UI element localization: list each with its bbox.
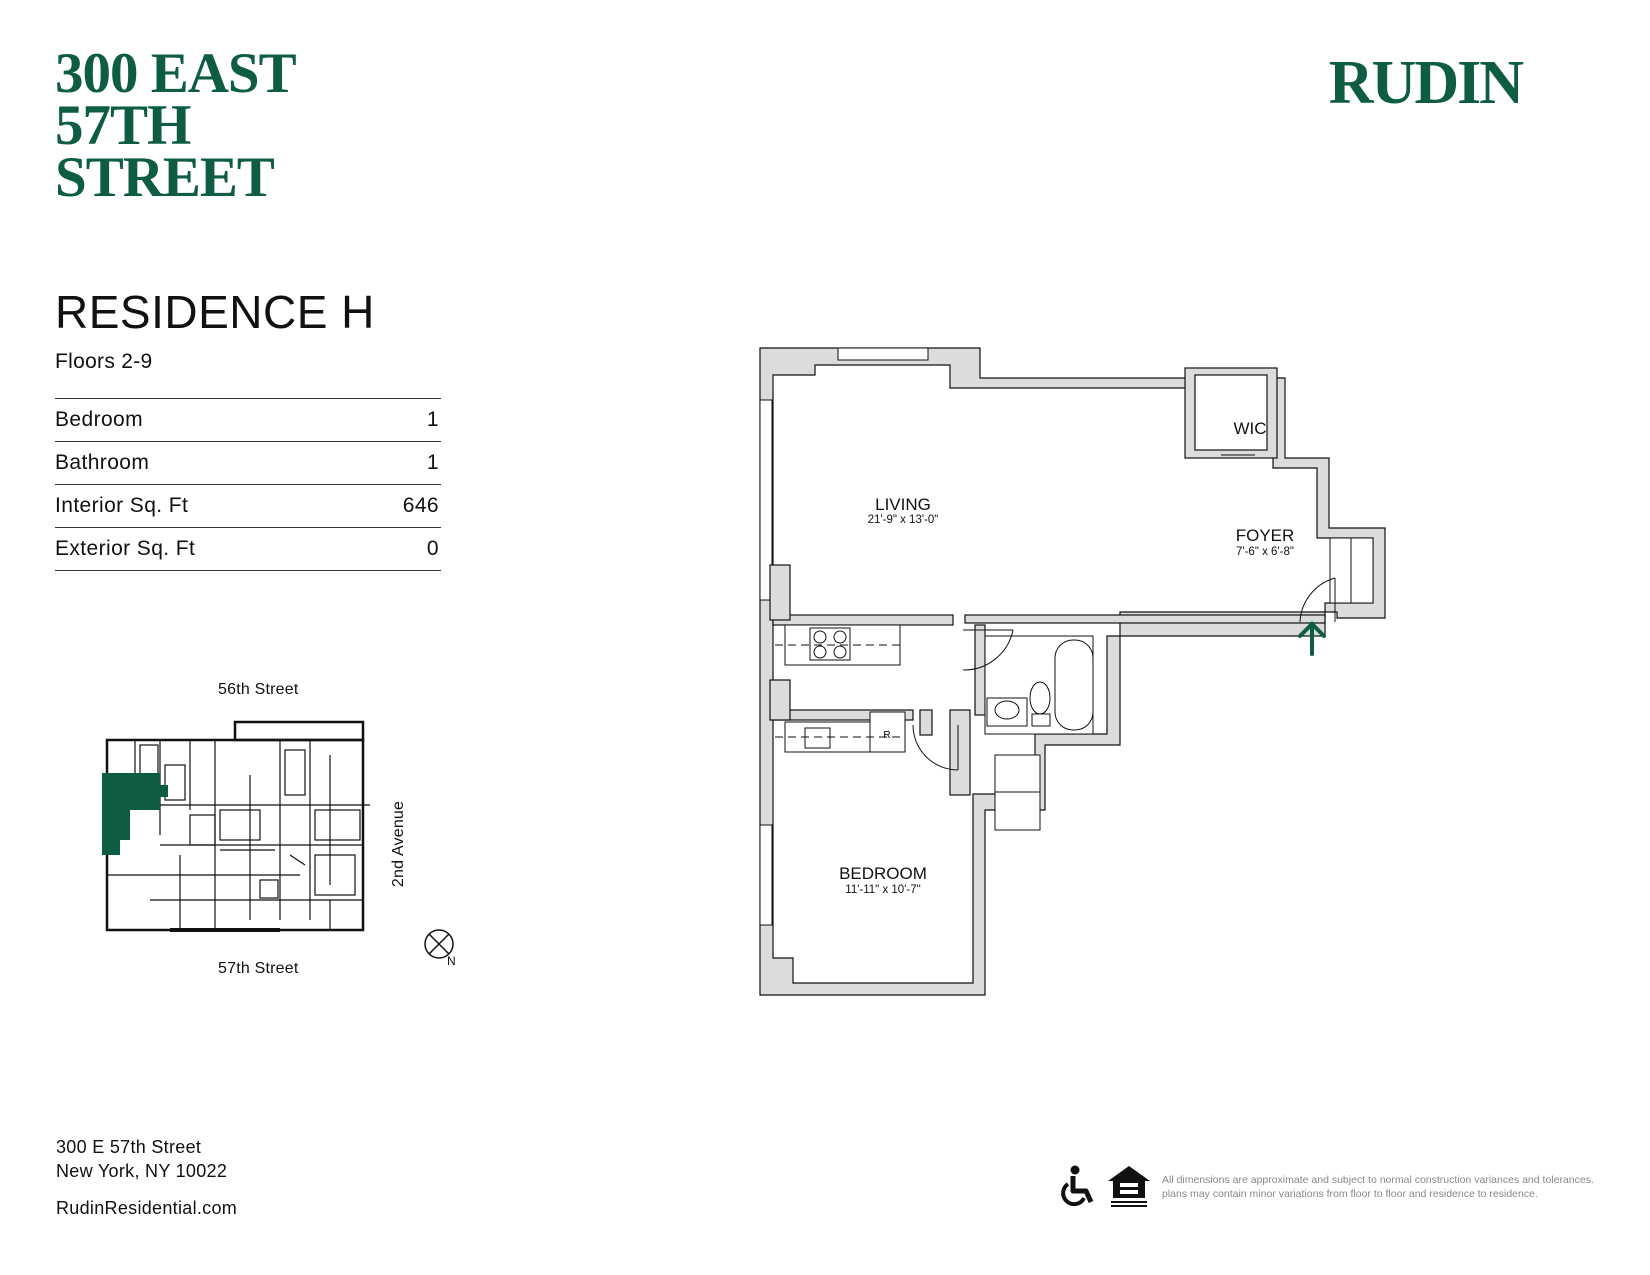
- spec-row-bedroom: Bedroom 1: [55, 399, 441, 442]
- room-foyer-label: FOYER: [1235, 526, 1295, 545]
- building-name-line-3: STREET: [55, 146, 275, 209]
- building-name-line-1: 300 EAST: [55, 42, 297, 105]
- room-wic-label: WIC: [1233, 419, 1267, 438]
- rudin-logo: RUDIN: [1328, 49, 1524, 117]
- room-bedroom-label: BEDROOM: [839, 864, 927, 883]
- spec-row-bathroom: Bathroom 1: [55, 442, 441, 485]
- keyplan-south-street: 57th Street: [218, 960, 299, 977]
- address-line-1: 300 E 57th Street: [56, 1137, 202, 1157]
- spec-table: Bedroom 1 Bathroom 1 Interior Sq. Ft 646…: [55, 398, 441, 571]
- refrigerator-label: R: [883, 730, 890, 741]
- building-name-line-2: 57TH: [55, 94, 191, 157]
- keyplan-unit-highlight: [102, 773, 168, 855]
- wheelchair-accessibility-icon: [1061, 1165, 1094, 1207]
- keyplan-north-street: 56th Street: [218, 681, 299, 698]
- room-living-dims: 21'-9" x 13'-0": [867, 514, 939, 526]
- residence-title: RESIDENCE H: [55, 286, 375, 338]
- spec-value: 646: [402, 494, 439, 517]
- spec-label: Bathroom: [55, 451, 150, 474]
- floor-plan: R: [759, 347, 1386, 996]
- floors-label: Floors 2-9: [55, 350, 153, 373]
- spec-value: 1: [426, 451, 439, 474]
- room-foyer-dims: 7'-6" x 6'-8": [1236, 546, 1294, 558]
- equal-housing-opportunity-icon: [1108, 1166, 1150, 1207]
- address-block: 300 E 57th Street New York, NY 10022: [56, 1135, 227, 1183]
- spec-row-interior-sqft: Interior Sq. Ft 646: [55, 485, 441, 528]
- spec-label: Bedroom: [55, 408, 144, 431]
- compass-north-label: N: [447, 954, 456, 968]
- address-line-2: New York, NY 10022: [56, 1161, 228, 1181]
- spec-label: Interior Sq. Ft: [55, 494, 189, 517]
- website-link[interactable]: RudinResidential.com: [56, 1198, 238, 1218]
- room-bedroom-dims: 11'-11" x 10'-7": [845, 884, 921, 896]
- spec-row-exterior-sqft: Exterior Sq. Ft 0: [55, 528, 441, 571]
- room-living-label: LIVING: [875, 495, 931, 514]
- keyplan-diagram: [102, 720, 370, 932]
- spec-label: Exterior Sq. Ft: [55, 537, 196, 560]
- building-name: 300 EAST 57TH STREET: [55, 42, 297, 209]
- spec-value: 1: [426, 408, 439, 431]
- compass-icon: [424, 929, 454, 959]
- keyplan-east-street: 2nd Avenue: [390, 800, 408, 888]
- spec-value: 0: [426, 537, 439, 560]
- disclaimer-text: All dimensions are approximate and subje…: [1162, 1174, 1594, 1200]
- entry-arrow-icon: [1298, 621, 1326, 656]
